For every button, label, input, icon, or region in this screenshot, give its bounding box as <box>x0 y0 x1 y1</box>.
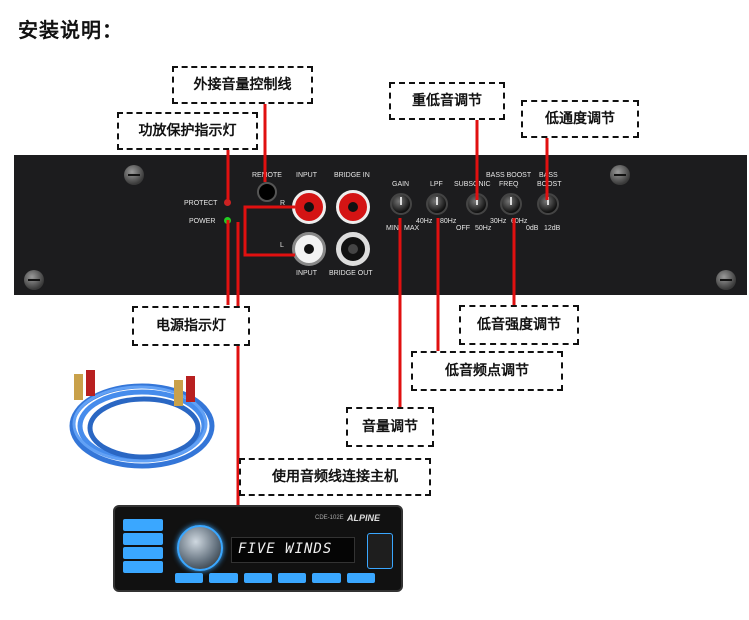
hz80-label: 80Hz <box>440 218 457 225</box>
radio-buttons <box>123 517 163 579</box>
gain-label: GAIN <box>392 181 410 188</box>
rca-plug-icon <box>174 380 183 406</box>
screw-icon <box>610 165 630 185</box>
radio-knob <box>177 525 223 571</box>
remote-label: REMOTE <box>252 172 282 179</box>
power-led <box>224 217 231 224</box>
radio-display-text: FIVE WINDS <box>238 541 333 557</box>
protect-led <box>224 199 231 206</box>
hz40-label: 40Hz <box>416 218 433 225</box>
callout-bass-strength: 低音强度调节 <box>459 305 579 345</box>
rca-cable-image <box>69 370 215 469</box>
bass-boost-freq-label-2: FREQ <box>499 181 519 188</box>
amplifier-panel: PROTECT POWER REMOTE INPUT BRIDGE IN R L… <box>14 155 747 295</box>
callout-bass-adjust: 重低音调节 <box>389 82 505 120</box>
screw-icon <box>124 165 144 185</box>
hz60-label: 60Hz <box>511 218 528 225</box>
max-label: MAX <box>404 225 420 232</box>
rca-plug-icon <box>86 370 95 396</box>
radio-bottom-buttons <box>175 573 375 583</box>
callout-volume: 音量调节 <box>346 407 434 447</box>
radio-brand: ALPINE <box>347 513 381 523</box>
bass-boost-label-1: BASS <box>539 172 558 179</box>
radio-model: CDE-102E <box>315 515 344 521</box>
callout-bass-freq: 低音频点调节 <box>411 351 563 391</box>
callout-protect-light: 功放保护指示灯 <box>117 112 258 150</box>
input-bottom-label: INPUT <box>296 270 317 277</box>
screw-icon <box>716 270 736 290</box>
gain-knob[interactable] <box>390 193 412 215</box>
protect-label: PROTECT <box>184 200 218 207</box>
rca-plug-icon <box>186 376 195 402</box>
remote-jack[interactable] <box>257 182 277 202</box>
bridge-in-label: BRIDGE IN <box>334 172 370 179</box>
bass-boost-label-2: BOOST <box>537 181 562 188</box>
bass-boost-freq-label-1: BASS BOOST <box>486 172 532 179</box>
lpf-knob[interactable] <box>426 193 448 215</box>
r-label: R <box>280 200 286 207</box>
bass-boost-knob[interactable] <box>537 193 559 215</box>
subsonic-label: SUBSONIC <box>454 181 491 188</box>
input-l-jack[interactable] <box>292 232 326 266</box>
bridge-out-jack[interactable] <box>336 232 370 266</box>
hz50-label: 50Hz <box>475 225 492 232</box>
rca-plug-icon <box>74 374 83 400</box>
db12-label: 12dB <box>544 225 561 232</box>
input-r-jack[interactable] <box>292 190 326 224</box>
off-label: OFF <box>456 225 470 232</box>
db0-label: 0dB <box>526 225 539 232</box>
input-top-label: INPUT <box>296 172 317 179</box>
bass-boost-freq-knob[interactable] <box>500 193 522 215</box>
callout-connect-host: 使用音频线连接主机 <box>239 458 431 496</box>
screw-icon <box>24 270 44 290</box>
power-label: POWER <box>189 218 216 225</box>
car-radio-image: FIVE WINDS CDE-102E ALPINE <box>113 505 403 592</box>
radio-display: FIVE WINDS <box>231 537 355 563</box>
page-title: 安装说明： <box>18 18 123 42</box>
radio-eject <box>367 533 393 569</box>
bridge-out-label: BRIDGE OUT <box>329 270 373 277</box>
callout-lowpass-adjust: 低通度调节 <box>521 100 639 138</box>
bridge-in-jack[interactable] <box>336 190 370 224</box>
l-label: L <box>280 242 284 249</box>
callout-power-light: 电源指示灯 <box>132 306 250 346</box>
hz30-label: 30Hz <box>490 218 507 225</box>
min-label: MIN <box>386 225 399 232</box>
lpf-label: LPF <box>430 181 443 188</box>
subsonic-knob[interactable] <box>466 193 488 215</box>
callout-remote-line: 外接音量控制线 <box>172 66 313 104</box>
